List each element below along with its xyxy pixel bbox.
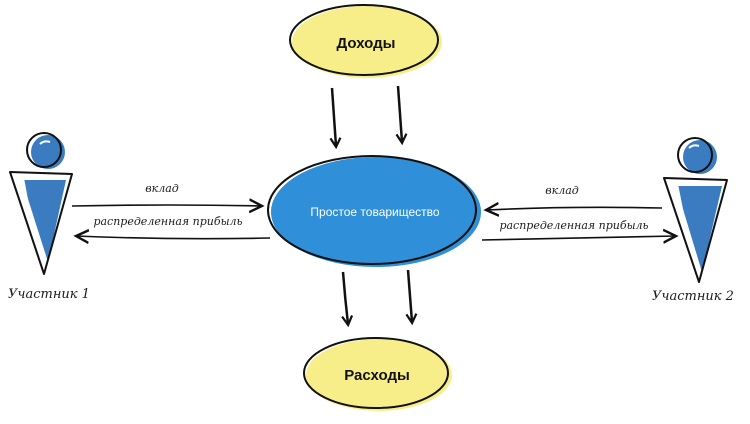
left-profit-label: распределенная прибыль [93, 215, 242, 228]
left-profit-arrow [76, 236, 271, 239]
income-arrow-right [398, 85, 402, 142]
right-flows: вклад распределенная прибыль [481, 184, 676, 240]
expenses-arrow-right [408, 269, 412, 322]
left-contribution-arrow [71, 205, 262, 206]
partnership-to-expenses-arrows [343, 269, 412, 324]
participant-2-body-highlight [670, 180, 684, 214]
right-contribution-label: вклад [545, 184, 579, 197]
participant-2-label: Участник 2 [652, 289, 734, 304]
income-to-partnership-arrows [332, 85, 402, 146]
left-contribution-label: вклад [145, 182, 179, 195]
participant-1-body-highlight [16, 174, 30, 210]
participant-2-body-outline [663, 177, 728, 283]
income-ellipse-fill [292, 6, 442, 78]
participant-1-figure [9, 132, 73, 275]
participant-2-head-highlight [688, 144, 700, 149]
partnership-node: Простое товарищество [267, 155, 481, 267]
partnership-label: Простое товарищество [310, 205, 439, 219]
expenses-arrow-left [343, 271, 348, 324]
income-node: Доходы [289, 4, 442, 78]
participant-2-head-outline [677, 137, 713, 173]
participant-1-body-fill [22, 180, 66, 262]
participant-1-label: Участник 1 [8, 287, 90, 302]
participant-1-head-highlight [39, 140, 51, 145]
participant-2-figure [663, 137, 728, 283]
left-flows: вклад распределенная прибыль [71, 182, 271, 239]
right-contribution-arrow [486, 207, 663, 210]
right-profit-arrow [481, 236, 676, 240]
partnership-ellipse-fill [271, 157, 481, 267]
partnership-ellipse-outline [267, 155, 477, 265]
expenses-ellipse-fill [306, 339, 452, 411]
income-label: Доходы [337, 35, 396, 52]
expenses-ellipse-outline [303, 337, 449, 409]
expenses-label: Расходы [344, 367, 410, 384]
right-profit-label: распределенная прибыль [499, 219, 648, 232]
participant-1-head-outline [26, 132, 62, 168]
participant-2-body-fill [676, 186, 722, 272]
income-arrow-left [332, 87, 336, 146]
participant-1-body-outline [9, 171, 73, 275]
income-ellipse-outline [289, 4, 439, 76]
expenses-node: Расходы [303, 337, 452, 411]
